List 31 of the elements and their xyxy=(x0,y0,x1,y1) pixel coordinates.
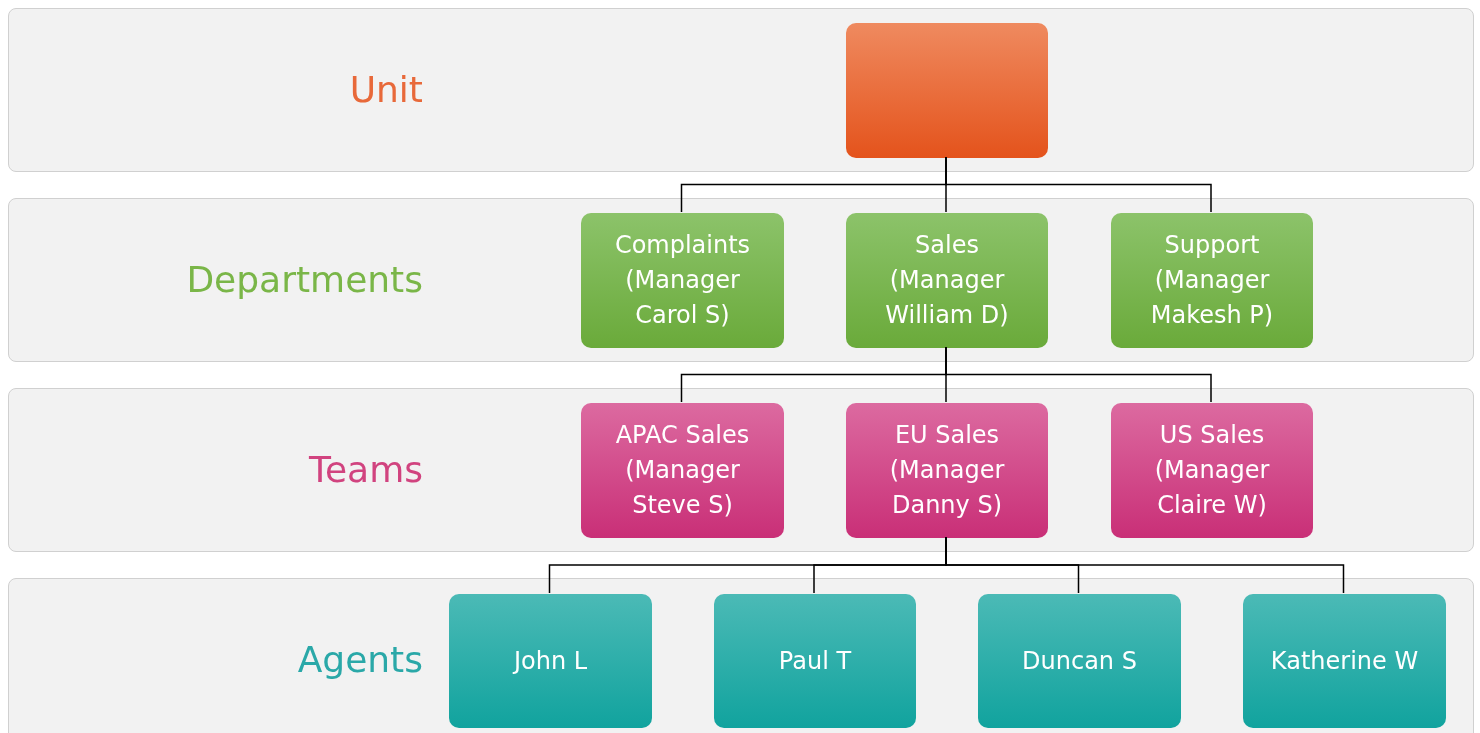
band-label: Departments xyxy=(186,258,423,300)
box-label: John L xyxy=(513,645,588,677)
org-box xyxy=(581,403,784,538)
org-box xyxy=(1111,213,1313,348)
org-box xyxy=(1243,594,1446,728)
box-label: Duncan S xyxy=(1022,645,1137,677)
band-background xyxy=(8,388,1474,552)
box-label: Katherine W xyxy=(1270,645,1419,677)
org-box xyxy=(846,403,1048,538)
org-box xyxy=(1111,403,1313,538)
box-label: Paul T xyxy=(778,645,852,677)
box-label: Sales (Manager William D) xyxy=(884,230,1010,331)
org-box xyxy=(846,23,1048,158)
connector-line xyxy=(945,346,1212,403)
org-box xyxy=(978,594,1181,728)
band-background xyxy=(8,578,1474,733)
connector-line xyxy=(945,156,1212,213)
box-label: APAC Sales (Manager Steve S) xyxy=(614,420,751,521)
box-label: EU Sales (Manager Danny S) xyxy=(888,420,1006,521)
band-label: Teams xyxy=(309,448,423,490)
band-label: Unit xyxy=(349,68,423,110)
band-label: Agents xyxy=(297,638,423,680)
box-label: US Sales (Manager Claire W) xyxy=(1153,420,1271,521)
org-box xyxy=(581,213,784,348)
org-box xyxy=(449,594,652,728)
box-label: Complaints (Manager Carol S) xyxy=(613,230,752,331)
org-box xyxy=(714,594,916,728)
box-label: Support (Manager Makesh P) xyxy=(1149,230,1275,331)
org-box xyxy=(846,213,1048,348)
band-background xyxy=(8,8,1474,172)
band-background xyxy=(8,198,1474,362)
